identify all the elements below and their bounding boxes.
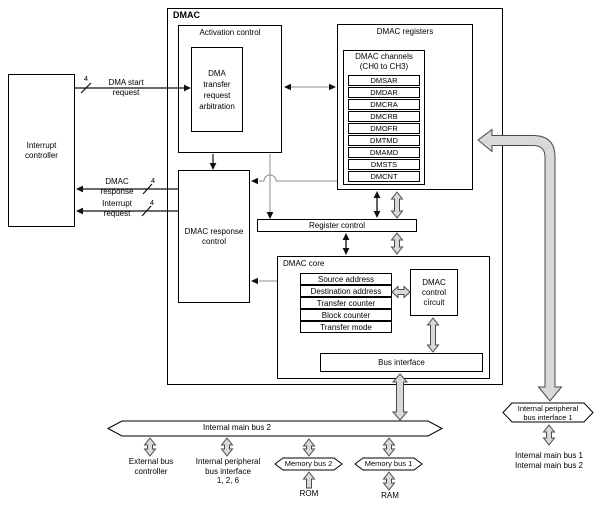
internal-peripheral-bus-interface-126-label: Internal peripheral bus interface 1, 2, … xyxy=(195,457,261,485)
register-cell: DMTMD xyxy=(348,135,420,146)
ram-label: RAM xyxy=(381,491,399,500)
peripheral1-mainbus-arrow xyxy=(542,424,556,446)
right-connected-buses-label: Internal main bus 1 Internal main bus 2 xyxy=(514,451,584,470)
memory-bus-2-label: Memory bus 2 xyxy=(284,459,333,468)
dma-start-request-bus-width: 4 xyxy=(83,74,89,83)
register-cell: DMDAR xyxy=(348,87,420,98)
mainbus2-membus1-arrow xyxy=(382,437,396,457)
dmac-channels-label: DMAC channels (CH0 to CH3) xyxy=(355,52,413,71)
dmac-response-control-box: DMAC response control xyxy=(178,170,250,303)
dma-start-request-label: DMA start request xyxy=(108,78,144,97)
dmac-response-control-label: DMAC response control xyxy=(184,226,244,246)
core-cell: Block counter xyxy=(300,309,392,321)
mainbus2-peripheral126-arrow xyxy=(220,437,234,457)
dmac-title: DMAC xyxy=(173,10,200,20)
internal-peripheral-bus-interface-1-label: Internal peripheral bus interface 1 xyxy=(517,404,579,422)
activation-control-label: Activation control xyxy=(199,28,261,37)
dmac-response-bus-width: 4 xyxy=(150,176,156,185)
dmac-registers-label: DMAC registers xyxy=(376,27,434,36)
dma-transfer-request-arbitration-label: DMA transfer request arbitration xyxy=(199,68,235,111)
bus-width-slash-icon xyxy=(80,82,92,94)
memory-bus-1-label: Memory bus 1 xyxy=(364,459,413,468)
register-cell: DMSAR xyxy=(348,75,420,86)
dmac-response-arrowhead xyxy=(76,185,83,193)
interrupt-request-arrowhead xyxy=(76,207,83,215)
register-cell: DMCRA xyxy=(348,99,420,110)
dmac-response-label: DMAC response xyxy=(100,177,134,196)
bus-width-slash-icon xyxy=(142,183,153,195)
mainbus2-membus2-arrow xyxy=(302,438,316,457)
core-cell: Transfer counter xyxy=(300,297,392,309)
rom-membus2-arrow xyxy=(302,471,316,489)
rom-label: ROM xyxy=(299,489,319,498)
core-cell: Transfer mode xyxy=(300,321,392,333)
dmac-control-circuit-box: DMAC control circuit xyxy=(410,269,458,316)
mainbus2-externalbus-arrow xyxy=(143,437,157,457)
dmac-control-circuit-label: DMAC control circuit xyxy=(421,277,446,307)
interrupt-request-label: Interrupt request xyxy=(102,199,132,218)
core-cell: Source address xyxy=(300,273,392,285)
interrupt-request-bus-width: 4 xyxy=(149,198,155,207)
internal-main-bus-2-label: Internal main bus 2 xyxy=(202,423,272,432)
ram-membus1-arrow xyxy=(382,471,396,491)
register-cell: DMCNT xyxy=(348,171,420,182)
bus-interface-bar: Bus interface xyxy=(320,353,483,372)
dmac-core-label: DMAC core xyxy=(283,259,325,268)
bus-width-slash-icon xyxy=(141,205,152,217)
core-cell: Destination address xyxy=(300,285,392,297)
register-cell: DMOFR xyxy=(348,123,420,134)
register-cell: DMAMD xyxy=(348,147,420,158)
interrupt-controller-label: Interrupt controller xyxy=(25,140,58,160)
interrupt-controller-box: Interrupt controller xyxy=(8,74,75,227)
register-control-bar: Register control xyxy=(257,219,417,232)
dma-transfer-request-arbitration-box: DMA transfer request arbitration xyxy=(191,47,243,132)
register-cell: DMCRB xyxy=(348,111,420,122)
register-cell: DMSTS xyxy=(348,159,420,170)
external-bus-controller-label: External bus controller xyxy=(128,457,174,476)
